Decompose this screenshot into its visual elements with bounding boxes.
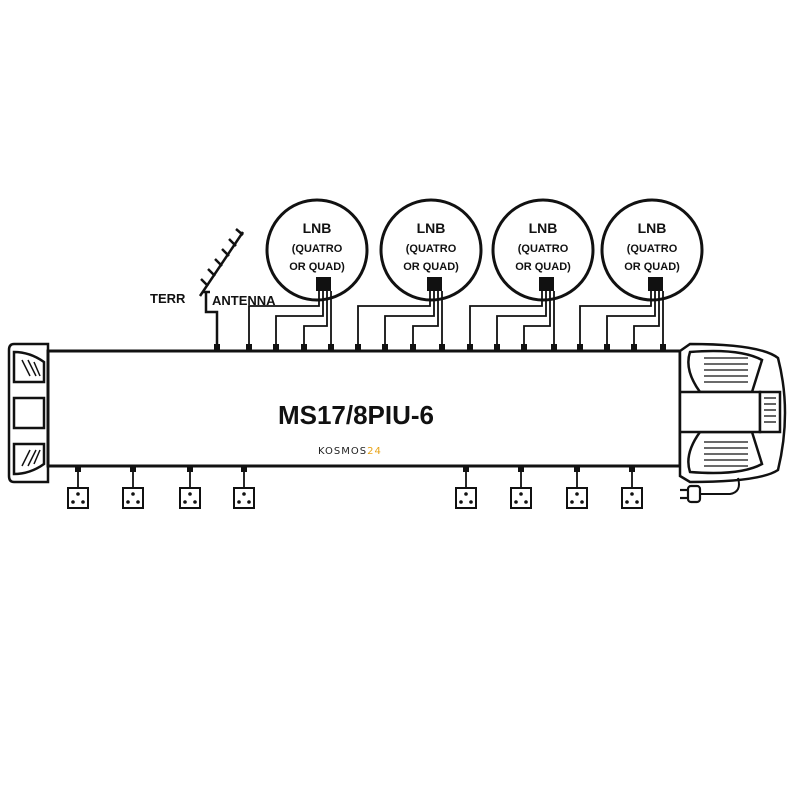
- lnb-circle: [265, 198, 369, 302]
- outputs: [67, 465, 643, 509]
- wall-socket-icon: [122, 487, 144, 509]
- lnb-type-line2: OR QUAD): [403, 261, 459, 273]
- lnb-circle: [600, 198, 704, 302]
- output-7: [566, 465, 588, 509]
- lnb-type-line2: OR QUAD): [289, 261, 345, 273]
- lnb-type-line1: (QUATRO: [518, 243, 569, 255]
- input-connector: [467, 344, 473, 352]
- model-label: MS17/8PIU-6: [278, 400, 434, 430]
- power-supply-unit: [678, 342, 787, 484]
- input-connector: [604, 344, 610, 352]
- watermark-suffix: 24: [367, 446, 382, 457]
- input-connector: [328, 344, 334, 352]
- input-connector: [551, 344, 557, 352]
- lnb-title: LNB: [529, 220, 558, 236]
- lnb-title: LNB: [638, 220, 667, 236]
- input-connector: [355, 344, 361, 352]
- lnb-circle: [379, 198, 483, 302]
- lnb-cables: [579, 291, 664, 348]
- wall-socket-icon: [67, 487, 89, 509]
- output-connector: [629, 465, 635, 472]
- lnb-2: LNB (QUATRO OR QUAD): [357, 198, 483, 348]
- lnb-4: LNB (QUATRO OR QUAD): [579, 198, 704, 348]
- terrestrial-antenna: [198, 228, 245, 348]
- lnb-type-line2: OR QUAD): [515, 261, 571, 273]
- left-end-cap: [7, 342, 50, 484]
- lnb-connector-block: [427, 277, 442, 291]
- wall-socket-icon: [566, 487, 588, 509]
- lnb-cables: [469, 291, 555, 348]
- output-connector: [574, 465, 580, 472]
- input-connector-terr: [214, 344, 220, 352]
- lnb-type-line1: (QUATRO: [292, 243, 343, 255]
- input-connectors: [214, 344, 666, 352]
- antenna-label: ANTENNA: [212, 293, 276, 308]
- terr-label: TERR: [150, 291, 186, 306]
- lnb-connector-block: [316, 277, 331, 291]
- input-connector: [246, 344, 252, 352]
- wall-socket-icon: [455, 487, 477, 509]
- input-connector: [521, 344, 527, 352]
- lnb-title: LNB: [303, 220, 332, 236]
- output-8: [621, 465, 643, 509]
- input-connector: [273, 344, 279, 352]
- power-cord: [680, 477, 740, 504]
- lnb-title: LNB: [417, 220, 446, 236]
- lnb-1: LNB (QUATRO OR QUAD): [248, 198, 369, 348]
- input-connector: [660, 344, 666, 352]
- output-connector: [463, 465, 469, 472]
- output-2: [122, 465, 144, 509]
- lnb-connector-block: [648, 277, 663, 291]
- input-connector: [631, 344, 637, 352]
- multiswitch-body: MS17/8PIU-6 KOSMOS24: [7, 342, 787, 484]
- lnb-type-line1: (QUATRO: [406, 243, 457, 255]
- input-connector: [382, 344, 388, 352]
- input-connector: [439, 344, 445, 352]
- output-3: [179, 465, 201, 509]
- output-connector: [130, 465, 136, 472]
- lnb-type-line2: OR QUAD): [624, 261, 680, 273]
- wall-socket-icon: [179, 487, 201, 509]
- output-4: [233, 465, 255, 509]
- output-connector: [518, 465, 524, 472]
- power-plug-icon: [680, 484, 702, 504]
- output-1: [67, 465, 89, 509]
- wall-socket-icon: [621, 487, 643, 509]
- output-5: [455, 465, 477, 509]
- lnb-cables: [357, 291, 443, 348]
- input-connector: [410, 344, 416, 352]
- output-6: [510, 465, 532, 509]
- input-connector: [301, 344, 307, 352]
- wall-socket-icon: [233, 487, 255, 509]
- wall-socket-icon: [510, 487, 532, 509]
- watermark: KOSMOS24: [318, 446, 382, 457]
- lnb-connector-block: [539, 277, 554, 291]
- watermark-prefix: KOSMOS: [318, 446, 367, 457]
- lnb-type-line1: (QUATRO: [627, 243, 678, 255]
- input-connector: [494, 344, 500, 352]
- lnb-cables: [248, 291, 332, 348]
- output-connector: [241, 465, 247, 472]
- input-connector: [577, 344, 583, 352]
- lnb-circle: [491, 198, 595, 302]
- output-connector: [187, 465, 193, 472]
- output-connector: [75, 465, 81, 472]
- lnb-3: LNB (QUATRO OR QUAD): [469, 198, 595, 348]
